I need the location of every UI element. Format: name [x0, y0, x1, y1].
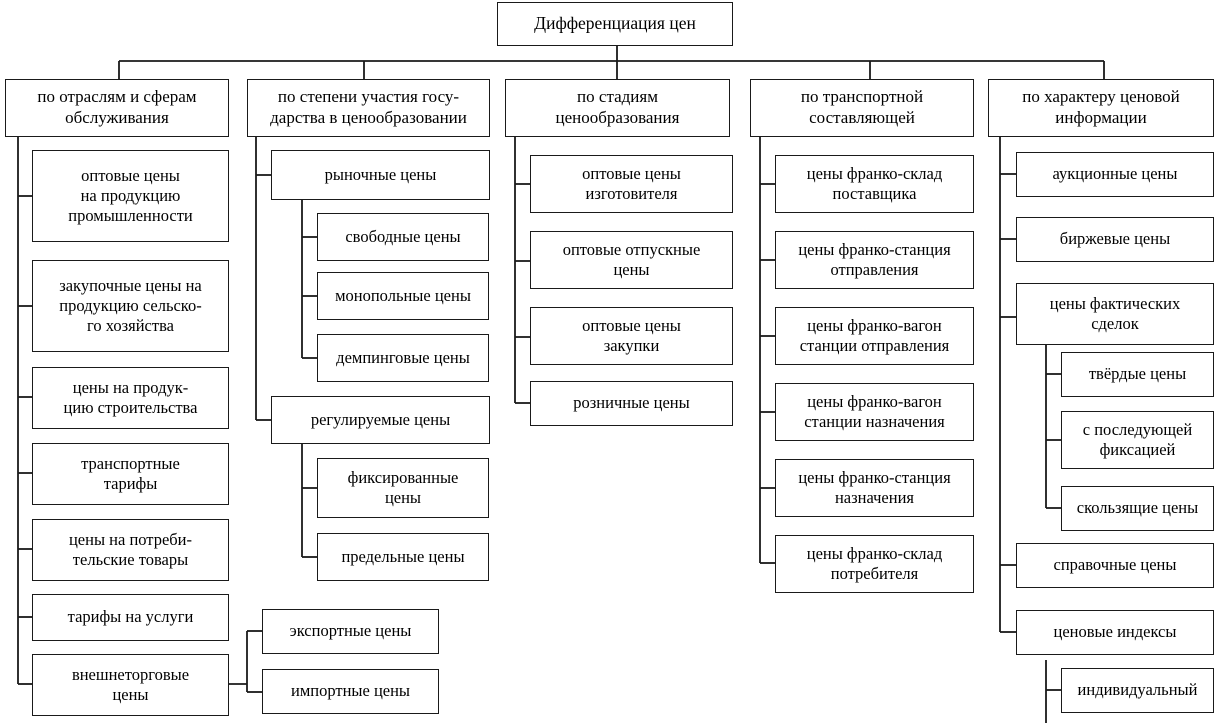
category-label-1: по отраслям и сферам обслуживания	[37, 87, 197, 127]
leaf-node-1-2: закупочные цены на продукцию сельско- го…	[32, 260, 229, 352]
category-label-3: по стадиям ценообразования	[555, 87, 680, 127]
leaf-node-4-1: цены франко-склад поставщика	[775, 155, 974, 213]
leaf-node-3-3: оптовые цены закупки	[530, 307, 733, 365]
leaf-node-2-1-1: свободные цены	[317, 213, 489, 261]
leaf-label-5-3-3: скользящие цены	[1076, 498, 1199, 518]
category-node-4: по транспортной составляющей	[750, 79, 974, 137]
root-label: Дифференциация цен	[534, 13, 696, 34]
category-label-4: по транспортной составляющей	[800, 87, 924, 127]
leaf-node-5-2: биржевые цены	[1016, 217, 1214, 262]
leaf-node-5-5-1: индивидуальный	[1061, 668, 1214, 713]
leaf-node-5-5: ценовые индексы	[1016, 610, 1214, 655]
leaf-node-5-3-2: с последующей фиксацией	[1061, 411, 1214, 469]
leaf-node-2-2-2: предельные цены	[317, 533, 489, 581]
leaf-node-1-7: внешнеторговые цены	[32, 654, 229, 716]
leaf-node-3-2: оптовые отпускные цены	[530, 231, 733, 289]
leaf-label-2-1-2: монопольные цены	[335, 285, 471, 305]
leaf-label-1-3: цены на продук- цию строительства	[63, 377, 198, 417]
leaf-label-4-6: цены франко-склад потребителя	[806, 543, 943, 583]
leaf-label-5-4: справочные цены	[1053, 555, 1177, 575]
leaf-node-3-4: розничные цены	[530, 381, 733, 426]
leaf-node-2-1-2: монопольные цены	[317, 272, 489, 320]
leaf-label-1-7: внешнеторговые цены	[71, 664, 190, 704]
leaf-node-2-1-3: демпинговые цены	[317, 334, 489, 382]
leaf-label-2-2-2: предельные цены	[341, 546, 465, 566]
category-label-2: по степени участия госу- дарства в ценоо…	[270, 87, 467, 127]
leaf-node-1-7-2: импортные цены	[262, 669, 439, 714]
leaf-label-4-1: цены франко-склад поставщика	[806, 163, 943, 203]
leaf-label-2-1-3: демпинговые цены	[336, 347, 470, 367]
leaf-node-4-5: цены франко-станция назначения	[775, 459, 974, 517]
leaf-node-1-6: тарифы на услуги	[32, 594, 229, 641]
leaf-label-5-1: аукционные цены	[1052, 164, 1178, 184]
leaf-node-1-3: цены на продук- цию строительства	[32, 367, 229, 429]
leaf-label-1-6: тарифы на услуги	[67, 607, 194, 627]
leaf-label-4-4: цены франко-вагон станции назначения	[804, 391, 945, 431]
leaf-node-1-7-1: экспортные цены	[262, 609, 439, 654]
leaf-node-5-3: цены фактических сделок	[1016, 283, 1214, 345]
leaf-label-1-7-2: импортные цены	[290, 681, 411, 701]
leaf-label-5-3: цены фактических сделок	[1049, 293, 1181, 333]
category-node-1: по отраслям и сферам обслуживания	[5, 79, 229, 137]
leaf-label-3-1: оптовые цены изготовителя	[582, 163, 681, 203]
leaf-node-3-1: оптовые цены изготовителя	[530, 155, 733, 213]
leaf-label-5-3-1: твёрдые цены	[1088, 364, 1187, 384]
leaf-label-4-3: цены франко-вагон станции отправления	[799, 315, 950, 355]
leaf-label-1-5: цены на потреби- тельские товары	[68, 529, 193, 569]
leaf-label-2-1: рыночные цены	[324, 164, 437, 184]
leaf-label-3-4: розничные цены	[573, 393, 690, 413]
leaf-node-5-1: аукционные цены	[1016, 152, 1214, 197]
leaf-label-5-2: биржевые цены	[1059, 229, 1171, 249]
leaf-node-2-1: рыночные цены	[271, 150, 490, 200]
category-node-2: по степени участия госу- дарства в ценоо…	[247, 79, 490, 137]
leaf-node-2-2-1: фиксированные цены	[317, 458, 489, 518]
leaf-label-2-1-1: свободные цены	[345, 226, 461, 246]
leaf-label-1-4: транспортные тарифы	[81, 453, 180, 493]
root-node: Дифференциация цен	[497, 2, 733, 46]
category-label-5: по характеру ценовой информации	[1022, 87, 1180, 127]
category-node-3: по стадиям ценообразования	[505, 79, 730, 137]
leaf-label-4-2: цены франко-станция отправления	[798, 239, 951, 279]
leaf-label-5-5-1: индивидуальный	[1077, 680, 1198, 700]
leaf-node-1-5: цены на потреби- тельские товары	[32, 519, 229, 581]
leaf-node-1-4: транспортные тарифы	[32, 443, 229, 505]
leaf-node-5-3-1: твёрдые цены	[1061, 352, 1214, 397]
leaf-label-2-2: регулируемые цены	[310, 409, 451, 429]
leaf-label-2-2-1: фиксированные цены	[347, 467, 459, 507]
leaf-node-1-1: оптовые цены на продукцию промышленности	[32, 150, 229, 242]
leaf-label-1-2: закупочные цены на продукцию сельско- го…	[59, 275, 202, 336]
leaf-node-4-6: цены франко-склад потребителя	[775, 535, 974, 593]
leaf-node-4-4: цены франко-вагон станции назначения	[775, 383, 974, 441]
leaf-label-5-5: ценовые индексы	[1053, 622, 1177, 642]
leaf-node-5-4: справочные цены	[1016, 543, 1214, 588]
leaf-label-3-2: оптовые отпускные цены	[562, 239, 701, 279]
leaf-label-3-3: оптовые цены закупки	[582, 315, 681, 355]
leaf-node-5-3-3: скользящие цены	[1061, 486, 1214, 531]
category-node-5: по характеру ценовой информации	[988, 79, 1214, 137]
leaf-label-1-7-1: экспортные цены	[289, 621, 412, 641]
leaf-node-4-2: цены франко-станция отправления	[775, 231, 974, 289]
leaf-label-1-1: оптовые цены на продукцию промышленности	[68, 165, 193, 226]
leaf-node-4-3: цены франко-вагон станции отправления	[775, 307, 974, 365]
leaf-label-5-3-2: с последующей фиксацией	[1082, 419, 1193, 459]
leaf-label-4-5: цены франко-станция назначения	[798, 467, 951, 507]
leaf-node-2-2: регулируемые цены	[271, 396, 490, 444]
